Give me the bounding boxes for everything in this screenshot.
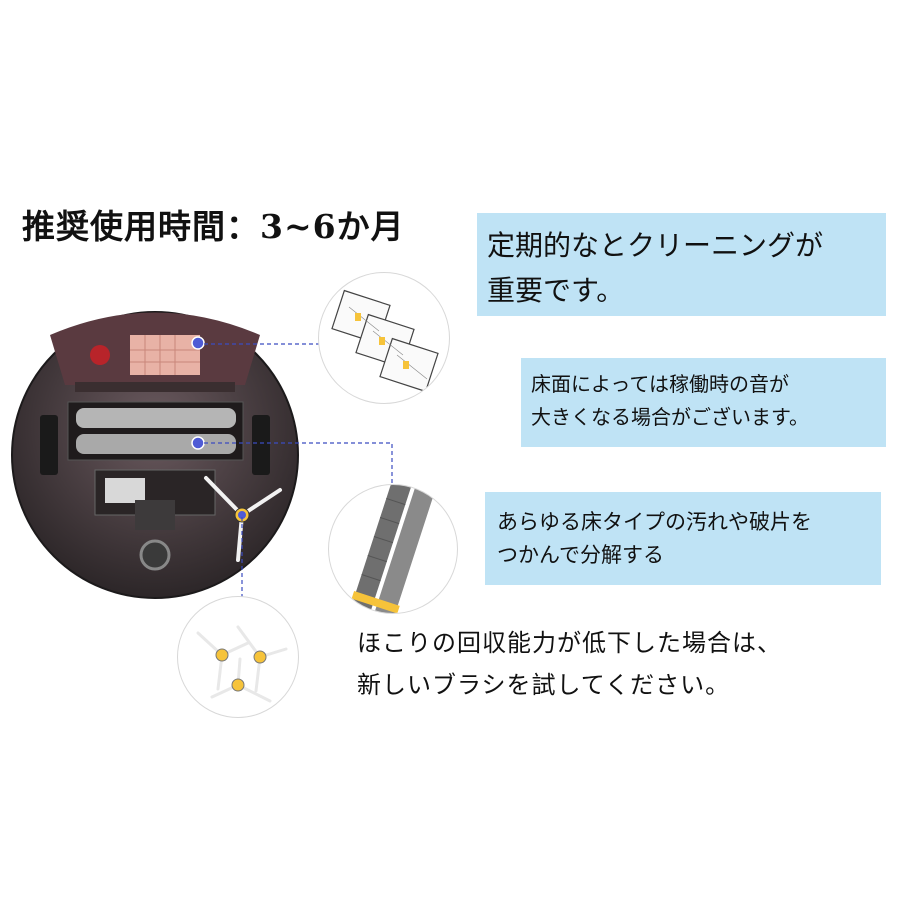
filter-set-image (318, 272, 450, 404)
callout-roller-line-1: あらゆる床タイプの汚れや破片を (497, 510, 812, 534)
callout-roller: あらゆる床タイプの汚れや破片を つかんで分解する (485, 492, 881, 585)
roller-brush-image (328, 484, 458, 614)
robot-vacuum-underside-image (11, 311, 299, 599)
callout-brush: ほこりの回収能力が低下した場合は、 新しいブラシを試してください。 (357, 622, 782, 706)
page-title: 推奨使用時間：3~6か月 (22, 207, 405, 246)
callout-noise: 床面によっては稼働時の音が 大きくなる場合がございます。 (521, 358, 886, 447)
callout-filter-line-1: 定期的なとクリーニングが (487, 229, 824, 262)
callout-filter: 定期的なとクリーニングが 重要です。 (477, 213, 886, 316)
callout-roller-line-2: つかんで分解する (497, 543, 664, 567)
callout-noise-line-1: 床面によっては稼働時の音が (531, 372, 789, 396)
callout-brush-line-1: ほこりの回収能力が低下した場合は、 (357, 629, 782, 657)
callout-brush-line-2: 新しいブラシを試してください。 (357, 671, 731, 699)
callout-noise-line-2: 大きくなる場合がございます。 (531, 405, 809, 429)
callout-filter-line-2: 重要です。 (487, 274, 625, 307)
side-brush-image (177, 596, 299, 718)
